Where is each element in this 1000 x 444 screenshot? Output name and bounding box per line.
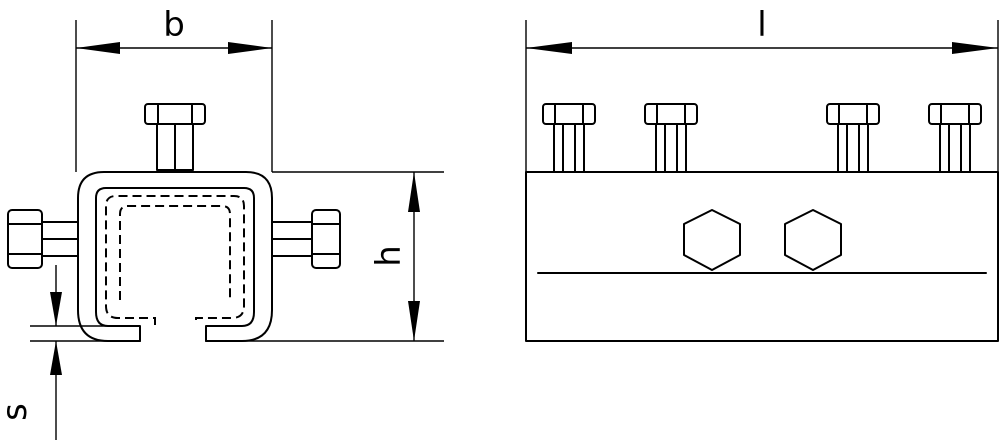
side-bolt-3 <box>826 103 880 173</box>
top-bolt <box>144 103 206 171</box>
side-bolt-2 <box>644 103 698 173</box>
hex-nut-2 <box>784 209 842 271</box>
label-l: l <box>757 5 766 45</box>
dimension-s: s <box>0 265 140 440</box>
label-s: s <box>0 403 35 421</box>
right-bolt <box>271 209 341 269</box>
dimension-l: l <box>525 5 999 172</box>
label-h: h <box>369 245 409 267</box>
label-b: b <box>163 5 185 45</box>
left-bolt <box>7 209 79 269</box>
dimension-b: b <box>75 5 273 172</box>
rail-profile <box>105 195 245 325</box>
front-view: b h s <box>0 5 444 440</box>
side-bolt-1 <box>542 103 596 173</box>
side-body <box>525 171 999 342</box>
dimension-h: h <box>242 171 444 342</box>
clamp-body <box>77 171 273 342</box>
hex-nut-1 <box>683 209 741 271</box>
side-bolt-4 <box>928 103 982 173</box>
side-view: l <box>525 5 999 342</box>
